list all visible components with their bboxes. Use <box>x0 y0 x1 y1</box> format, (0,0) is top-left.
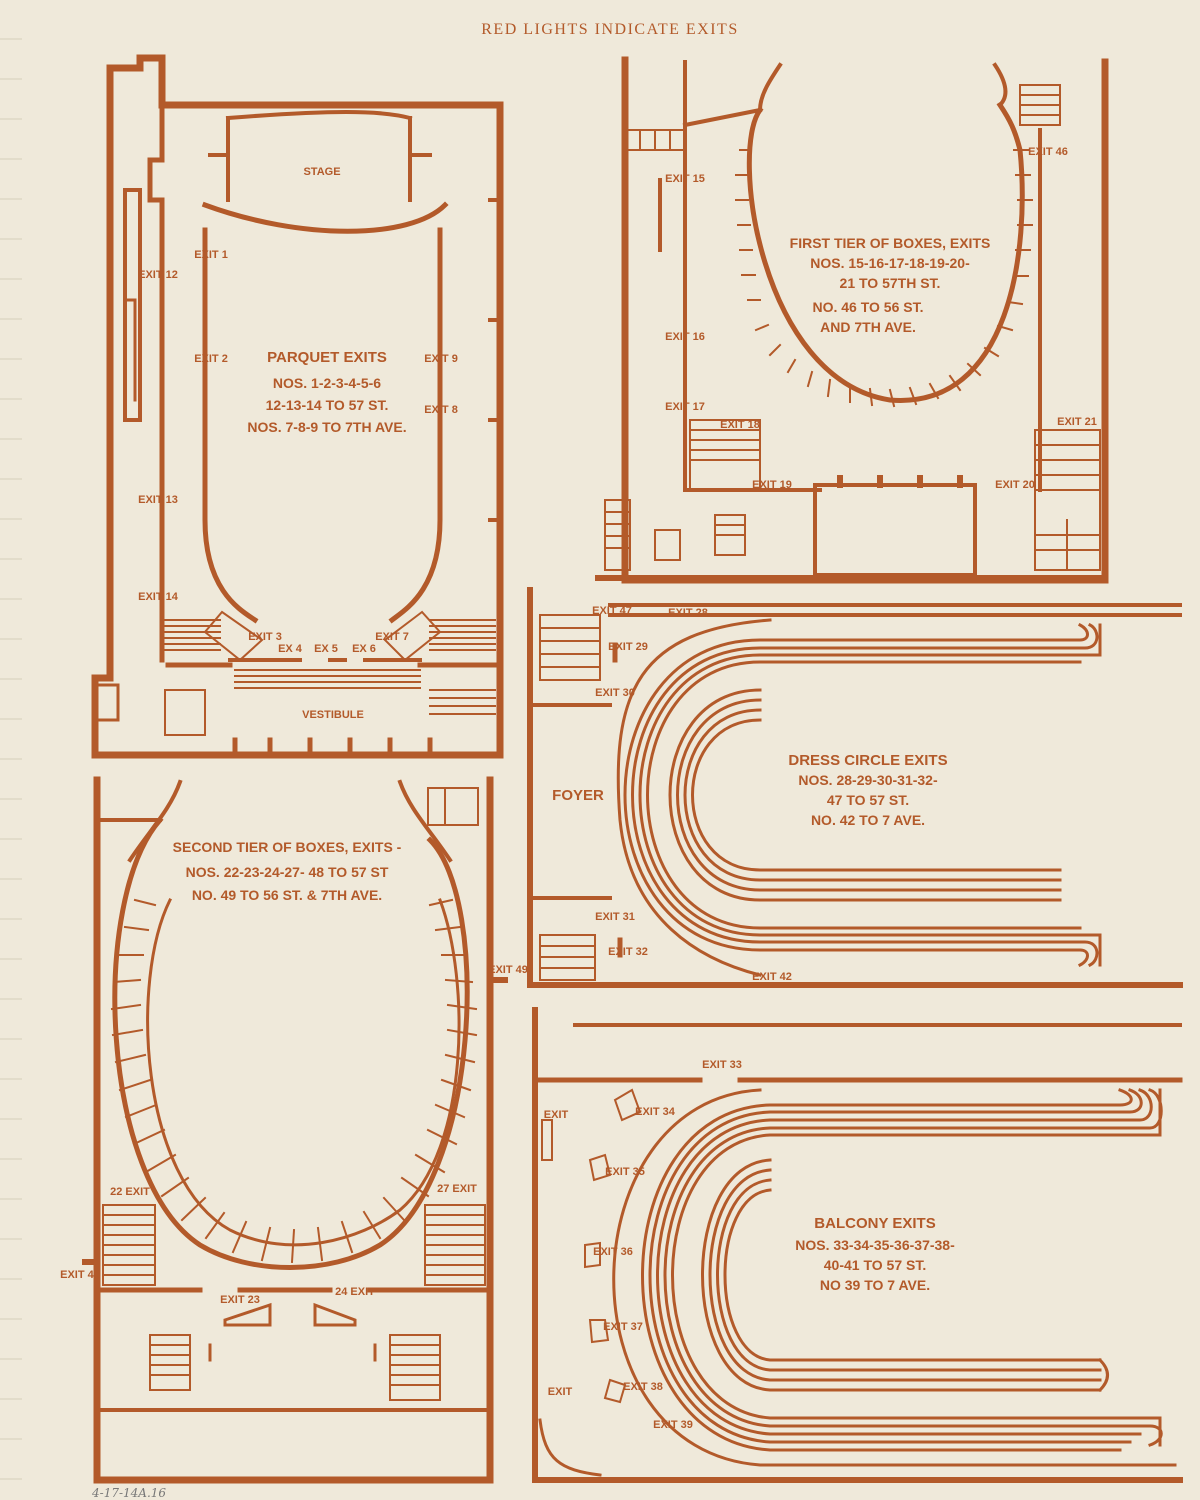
parquet-line-1: NOS. 1-2-3-4-5-6 <box>273 375 381 391</box>
exit-41-label: EXIT <box>548 1386 573 1398</box>
parquet-line-3: NOS. 7-8-9 TO 7TH AVE. <box>247 419 406 435</box>
exit-19-label: EXIT 19 <box>752 479 792 491</box>
dress-circle-title: DRESS CIRCLE EXITS <box>788 752 947 769</box>
second-tier-title: SECOND TIER OF BOXES, EXITS - <box>173 839 402 855</box>
exit-3-label: EXIT 3 <box>248 631 282 643</box>
exit-7-label: EXIT 7 <box>375 631 409 643</box>
balcony-title: BALCONY EXITS <box>814 1215 935 1232</box>
first-tier-line-2: 21 TO 57TH ST. <box>840 275 941 291</box>
balcony-line-2: 40-41 TO 57 ST. <box>824 1257 926 1273</box>
exit-48-label: EXIT 48 <box>60 1269 100 1281</box>
exit-5-label: EX 5 <box>314 643 338 655</box>
exit-18-label: EXIT 18 <box>720 419 760 431</box>
exit-28-label: EXIT 28 <box>668 607 708 619</box>
exit-15-label: EXIT 15 <box>665 173 705 185</box>
exit-32-label: EXIT 32 <box>608 946 648 958</box>
exit-33-label: EXIT 33 <box>702 1059 742 1071</box>
exit-47-label: EXIT 47 <box>592 605 632 617</box>
vestibule-label: VESTIBULE <box>302 709 364 721</box>
header-title: RED LIGHTS INDICATE EXITS <box>481 21 738 38</box>
exit-36-label: EXIT 36 <box>593 1246 633 1258</box>
balcony-line-1: NOS. 33-34-35-36-37-38- <box>795 1237 955 1253</box>
exit-1-label: EXIT 1 <box>194 249 228 261</box>
parquet-plan <box>91 54 504 759</box>
second-tier-line-2: NO. 49 TO 56 ST. & 7TH AVE. <box>192 887 382 903</box>
balcony-line-3: NO 39 TO 7 AVE. <box>820 1277 930 1293</box>
exit-6-label: EX 6 <box>352 643 376 655</box>
exit-4-label: EX 4 <box>278 643 303 655</box>
dress-circle-line-3: NO. 42 TO 7 AVE. <box>811 812 925 828</box>
exit-42-label: EXIT 42 <box>752 971 792 983</box>
exit-9-label: EXIT 9 <box>424 353 458 365</box>
first-tier-line-4: AND 7TH AVE. <box>820 319 916 335</box>
exit-35-label: EXIT 35 <box>605 1166 645 1178</box>
exit-23-label: EXIT 23 <box>220 1294 260 1306</box>
parquet-line-2: 12-13-14 TO 57 ST. <box>266 397 389 413</box>
exit-14-label: EXIT 14 <box>138 591 179 603</box>
exit-20-label: EXIT 20 <box>995 479 1035 491</box>
exit-39-label: EXIT 39 <box>653 1419 693 1431</box>
exit-21-label: EXIT 21 <box>1057 416 1097 428</box>
exit-46-label: EXIT 46 <box>1028 146 1068 158</box>
dress-circle-plan <box>527 587 1183 988</box>
exit-34-label: EXIT 34 <box>635 1106 676 1118</box>
exit-2-label: EXIT 2 <box>194 353 228 365</box>
exit-29-label: EXIT 29 <box>608 641 648 653</box>
first-tier-line-3: NO. 46 TO 56 ST. <box>812 299 923 315</box>
dress-circle-line-2: 47 TO 57 ST. <box>827 792 909 808</box>
catalog-note: 4-17-14A.16 <box>91 1486 166 1500</box>
stage-label: STAGE <box>303 166 340 178</box>
first-tier-line-1: NOS. 15-16-17-18-19-20- <box>810 255 970 271</box>
exit-49-label: EXIT 49 <box>488 964 528 976</box>
exit-24-label: 24 EXIT <box>335 1286 375 1298</box>
second-tier-plan <box>82 776 508 1484</box>
exit-27-label: 27 EXIT <box>437 1183 477 1195</box>
second-tier-line-1: NOS. 22-23-24-27- 48 TO 57 ST <box>186 864 389 880</box>
exit-17-label: EXIT 17 <box>665 401 705 413</box>
foyer-label: FOYER <box>552 787 604 804</box>
balcony-plan <box>532 1007 1183 1483</box>
exit-31-label: EXIT 31 <box>595 911 635 923</box>
first-tier-title: FIRST TIER OF BOXES, EXITS <box>790 235 991 251</box>
exit-40-label: EXIT <box>544 1109 569 1121</box>
exit-16-label: EXIT 16 <box>665 331 705 343</box>
dress-circle-line-1: NOS. 28-29-30-31-32- <box>798 772 938 788</box>
exit-38-label: EXIT 38 <box>623 1381 663 1393</box>
parquet-title: PARQUET EXITS <box>267 349 387 366</box>
exit-22-label: 22 EXIT <box>110 1186 150 1198</box>
first-tier-plan <box>595 56 1109 584</box>
exit-37-label: EXIT 37 <box>603 1321 643 1333</box>
exit-13-label: EXIT 13 <box>138 494 178 506</box>
exit-8-label: EXIT 8 <box>424 404 458 416</box>
exit-12-label: EXIT 12 <box>138 269 178 281</box>
exit-30-label: EXIT 30 <box>595 687 635 699</box>
